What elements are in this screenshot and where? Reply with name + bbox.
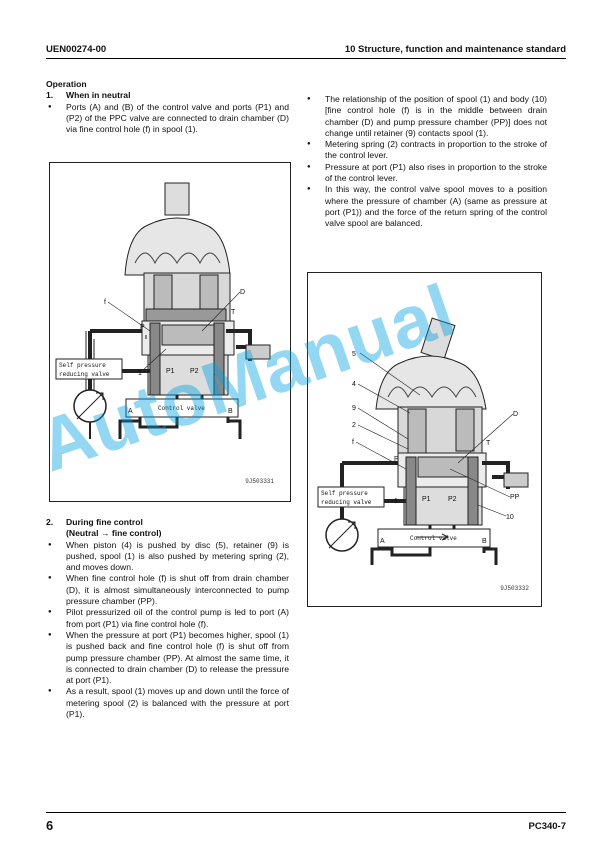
operation-heading: Operation — [46, 79, 87, 89]
label-f: f — [104, 299, 106, 306]
bullet-item: Pressure at port (P1) also rises in prop… — [305, 162, 547, 185]
bullet-item: Ports (A) and (B) of the control valve a… — [46, 102, 289, 136]
self-pressure-label: Self pressure — [59, 362, 106, 369]
drain-chamber — [417, 456, 471, 478]
label-B: B — [228, 408, 233, 415]
ppc-valve-fine-control-diagram: Self pressure reducing valve Control val… — [317, 317, 529, 565]
drain-chamber — [161, 324, 219, 346]
label-P2: P2 — [448, 496, 457, 503]
footer-rule — [46, 812, 566, 813]
label-A: A — [128, 408, 133, 415]
label-f: f — [352, 439, 354, 446]
pump-arrow — [328, 521, 356, 549]
disc — [145, 308, 227, 322]
label-B: B — [482, 538, 487, 545]
bullet-item: As a result, spool (1) moves up and down… — [46, 686, 289, 720]
leader-f — [107, 301, 151, 332]
label-P1: P1 — [166, 368, 175, 375]
label-A: A — [380, 538, 385, 545]
lever-shaft — [164, 182, 190, 216]
spool-right — [213, 322, 225, 396]
control-valve-box — [377, 528, 491, 548]
bullet-item: Metering spring (2) contracts in proport… — [305, 139, 547, 162]
label-1: 1 — [138, 370, 142, 377]
boot-folds — [387, 386, 477, 399]
tank — [503, 472, 529, 488]
document-id: UEN00274-00 — [46, 44, 107, 55]
figure-id: 9J503331 — [245, 478, 274, 485]
boot-folds — [134, 252, 221, 265]
ppc-valve-neutral-diagram: Self pressure reducing valve Control val… — [55, 182, 271, 439]
section-2-heading: 2.During fine control — [46, 517, 143, 527]
figure-fine-control: Self pressure reducing valve Control val… — [307, 272, 542, 607]
leader-D — [457, 413, 514, 464]
reducing-valve-label: reducing valve — [321, 499, 372, 506]
label-D: D — [513, 411, 518, 418]
label-PP: PP — [510, 494, 520, 501]
control-valve-label: Control valve — [158, 405, 205, 412]
leader-5 — [359, 352, 421, 396]
rubber-boot — [124, 217, 231, 276]
right-column: The relationship of the position of spoo… — [305, 94, 547, 230]
control-valve-lines — [118, 419, 242, 439]
piston-right — [455, 408, 475, 452]
label-T: T — [486, 440, 491, 447]
leader-f — [355, 441, 407, 470]
label-T: T — [231, 309, 236, 316]
figure-id: 9J503332 — [500, 585, 529, 592]
label-P: P — [140, 324, 145, 331]
bullet-item: Pilot pressurized oil of the control pum… — [46, 607, 289, 630]
label-9: 9 — [352, 405, 356, 412]
leader-9 — [357, 407, 409, 440]
bullet-item: When piston (4) is pushed by disc (5), r… — [46, 540, 289, 574]
left-column-bottom: 2.During fine control (Neutral → fine co… — [46, 517, 289, 720]
control-valve-label: Control valve — [410, 535, 457, 542]
figure-neutral: Self pressure reducing valve Control val… — [49, 162, 291, 502]
bullet-item: The relationship of the position of spoo… — [305, 94, 547, 139]
label-4: 4 — [352, 381, 356, 388]
label-1: 1 — [394, 498, 398, 505]
section-title: 10 Structure, function and maintenance s… — [344, 44, 566, 55]
bullet-item: When fine control hole (f) is shut off f… — [46, 573, 289, 607]
flow-arrow — [416, 533, 450, 541]
bullet-item: When the pressure at port (P1) becomes h… — [46, 630, 289, 686]
control-valve-box — [125, 398, 239, 418]
piston-left — [407, 408, 427, 458]
leader-10 — [477, 504, 507, 517]
pump-arrow — [76, 392, 104, 420]
rubber-boot — [375, 355, 487, 410]
page-header: UEN00274-00 10 Structure, function and m… — [46, 44, 566, 58]
label-P: P — [394, 456, 399, 463]
leader-1 — [141, 348, 167, 372]
leader-2 — [357, 424, 409, 450]
bullet-item: In this way, the control valve spool mov… — [305, 184, 547, 229]
self-pressure-box — [317, 486, 385, 508]
header-rule — [46, 58, 566, 59]
section-1-heading: 1.When in neutral — [46, 90, 131, 101]
label-2: 2 — [352, 422, 356, 429]
label-D: D — [240, 289, 245, 296]
label-5: 5 — [352, 351, 356, 358]
reducing-valve-label: reducing valve — [59, 371, 110, 378]
label-P2: P2 — [190, 368, 199, 375]
section-2-subtitle: (Neutral → fine control) — [66, 528, 162, 539]
self-pressure-box — [55, 358, 123, 380]
leader-4 — [357, 383, 411, 414]
leader-D — [201, 291, 241, 332]
model-name: PC340-7 — [528, 821, 567, 832]
self-pressure-label: Self pressure — [321, 490, 368, 497]
label-P1: P1 — [422, 496, 431, 503]
spool-right — [467, 456, 479, 526]
leader-PP — [449, 468, 511, 498]
left-column-top: Operation 1.When in neutral Ports (A) an… — [46, 79, 289, 135]
tank — [245, 344, 271, 360]
control-valve-lines — [370, 547, 498, 565]
label-10: 10 — [506, 514, 514, 521]
page-number: 6 — [46, 818, 54, 833]
spool-left — [405, 456, 417, 526]
